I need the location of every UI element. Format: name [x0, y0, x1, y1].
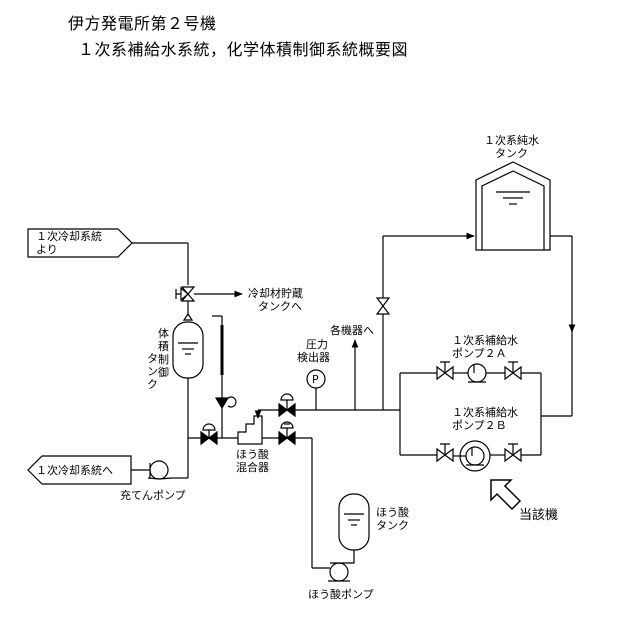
label-from-primary-line1: １次冷却系統 [36, 229, 102, 243]
makeup-pump-2b [453, 440, 491, 472]
pressure-detector [306, 369, 326, 410]
label-boric-tank-line1: ほう酸 [376, 505, 409, 519]
label-primary-water-tank-line2: タンク [495, 147, 528, 160]
subject-unit-arrow [490, 479, 522, 511]
inlet-from-primary-cooling [27, 228, 133, 258]
label-each-equipment: 各機器へ [330, 323, 374, 337]
boric-acid-mixer [237, 415, 263, 445]
label-to-primary: １次冷却系統へ [36, 463, 113, 477]
makeup-line-valve [375, 297, 391, 315]
pump-2b-discharge-valve [436, 443, 454, 463]
label-vct-1: 体 [158, 326, 169, 340]
label-boric-pump: ほう酸ポンプ [308, 587, 374, 601]
label-mixer-line2: 混合器 [236, 460, 269, 474]
diagram-subtitle: １次系補給水系統，化学体積制御系統概要図 [78, 40, 409, 59]
header-valve [200, 423, 218, 446]
label-vct-7: ク [147, 378, 158, 391]
label-pressure-line1: 圧力 [306, 338, 328, 351]
volume-control-tank [172, 321, 204, 379]
label-vct-6: ン [147, 365, 158, 378]
label-pump-2b-line1: １次系補給水 [452, 405, 518, 419]
label-boric-tank-line2: タンク [376, 519, 409, 532]
label-primary-water-tank-line1: １次系純水 [484, 133, 539, 147]
label-mixer-line1: ほう酸 [236, 447, 269, 461]
label-pressure-line2: 検出器 [297, 350, 330, 364]
label-pump-2a-line1: １次系補給水 [452, 333, 518, 347]
pump-2a-suction-valve [504, 361, 522, 381]
label-from-primary-line2: より [36, 243, 58, 256]
outlet-to-primary-cooling [27, 455, 132, 485]
label-vct-2: 積 [158, 339, 169, 353]
label-coolant-storage-line2: タンクへ [258, 300, 302, 313]
label-subject-unit: 当該機 [519, 507, 558, 523]
pressure-symbol: P [312, 373, 319, 386]
pump-2b-suction-valve [504, 443, 522, 463]
label-vct-5: タ [147, 352, 158, 365]
diagram-title: 伊方発電所第２号機 [68, 14, 217, 33]
three-way-valve [175, 286, 196, 302]
boric-acid-pump [328, 560, 355, 582]
primary-water-tank [475, 161, 551, 251]
makeup-pump-2a [453, 363, 487, 383]
makeup-to-mixer-valve [278, 393, 296, 418]
label-pump-2a-line2: ポンプ２Ａ [452, 347, 507, 360]
mixer-valve [278, 421, 296, 446]
label-pump-2b-line2: ポンプ２Ｂ [452, 419, 507, 432]
charging-pump [147, 460, 173, 480]
label-coolant-storage-line1: 冷却材貯蔵 [248, 286, 303, 300]
pump-2a-discharge-valve [436, 361, 454, 381]
boric-acid-tank [338, 493, 370, 551]
label-vct-4: 御 [158, 365, 169, 379]
label-charging-pump: 充てんポンプ [120, 488, 186, 502]
label-vct-3: 制 [158, 353, 169, 366]
